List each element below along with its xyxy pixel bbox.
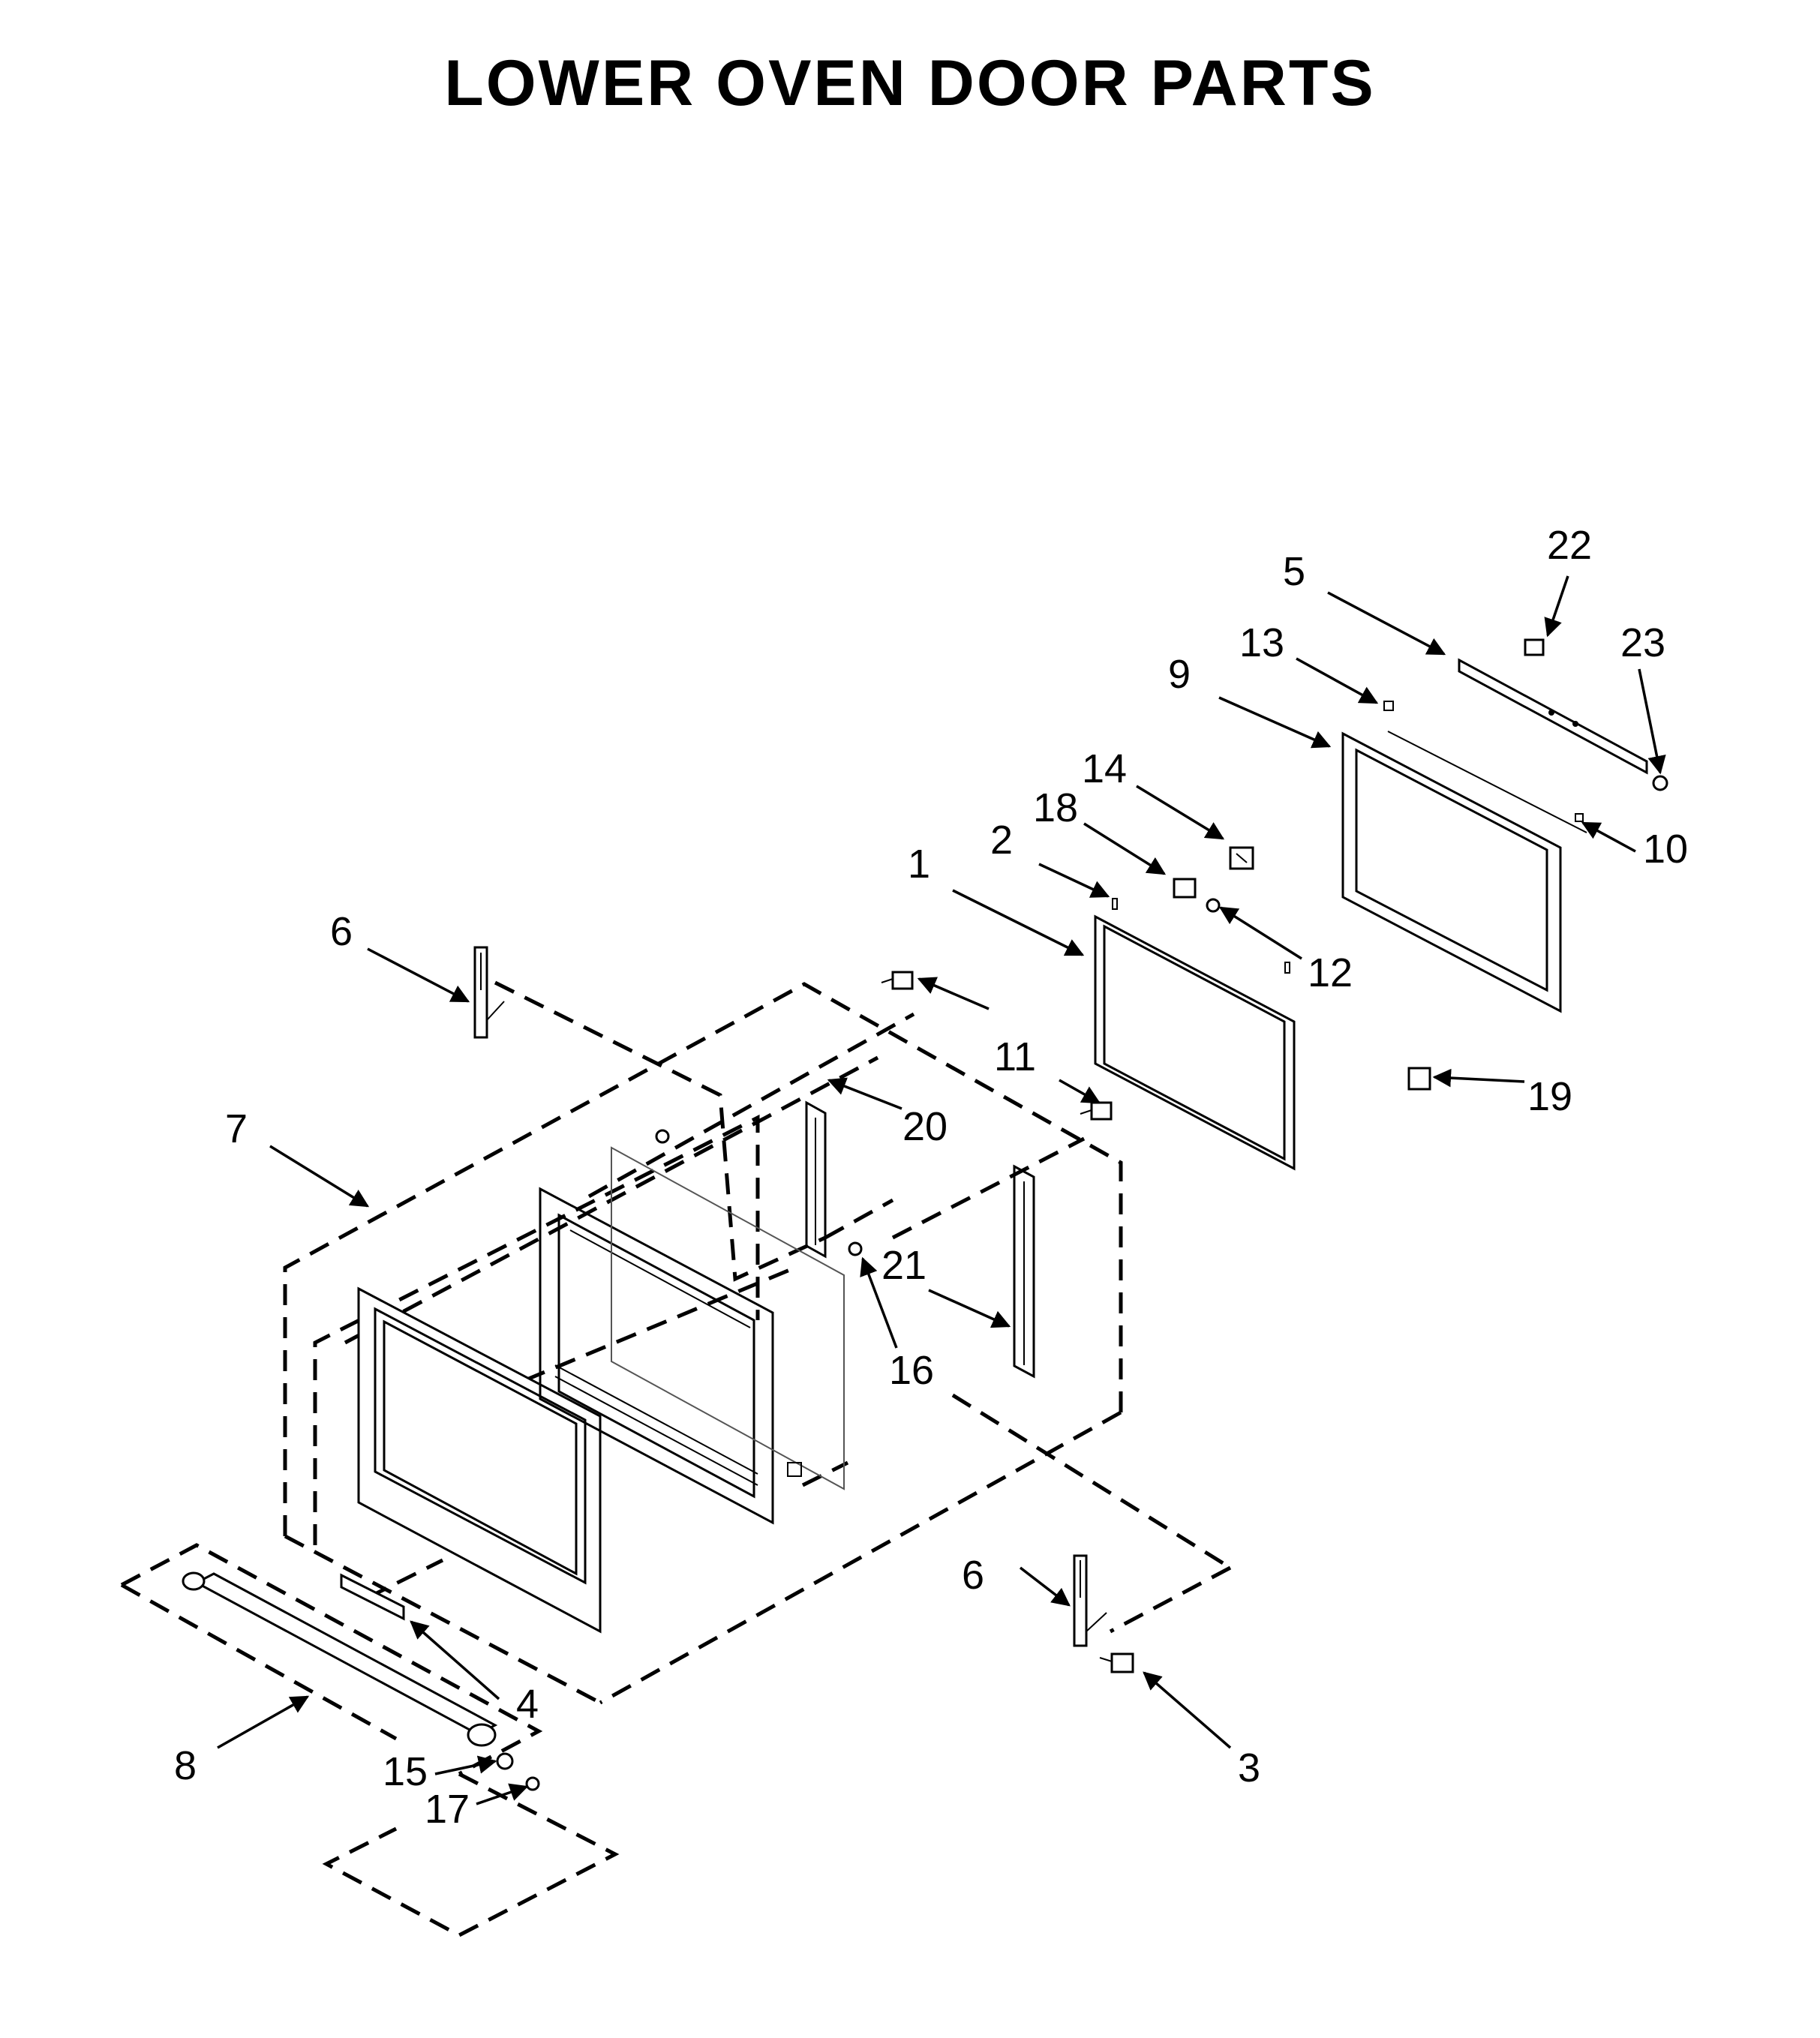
callout-21: 21: [881, 1243, 927, 1288]
stop-18: [1173, 878, 1197, 899]
door-handle: [182, 1571, 498, 1747]
leader-arrows: [217, 575, 1666, 1805]
callout-22: 22: [1547, 523, 1592, 568]
screw-22: [1524, 638, 1545, 656]
grommet-16b: [848, 1241, 863, 1256]
outer-glass-frame: [1341, 731, 1562, 1013]
bracket-14: [1229, 846, 1254, 870]
spacer-2: [1112, 898, 1118, 910]
screw-12: [1206, 898, 1221, 913]
callout-6-upper: 6: [330, 909, 353, 954]
screw-23: [1652, 775, 1668, 791]
screw-11a: [881, 971, 914, 990]
screw-17: [525, 1776, 540, 1791]
callout-4: 4: [516, 1682, 539, 1727]
hinge-screw-3: [1099, 1652, 1134, 1673]
page-title: LOWER OVEN DOOR PARTS: [444, 47, 1376, 119]
callout-5: 5: [1283, 549, 1305, 594]
grommet-16a: [655, 1129, 670, 1144]
assembly-outline-main: [283, 982, 1123, 1705]
stop-19: [1407, 1067, 1431, 1091]
callout-7: 7: [225, 1106, 248, 1151]
door-liner-frame: [539, 1187, 774, 1525]
gasket-strip: [1387, 731, 1587, 833]
door-channel-left: [805, 1100, 827, 1259]
inner-glass-frame: [1094, 914, 1296, 1171]
callout-2: 2: [990, 818, 1013, 863]
clip-13: [1383, 701, 1394, 711]
outer-door-panel: [357, 1286, 602, 1634]
clip-10: [1575, 813, 1584, 822]
washer-15: [496, 1752, 514, 1770]
callout-15: 15: [383, 1749, 428, 1794]
door-channel-right: [1013, 1164, 1035, 1379]
callout-20: 20: [902, 1104, 948, 1149]
hinge-upper: [473, 946, 505, 1039]
callout-3: 3: [1238, 1745, 1260, 1790]
callout-10: 10: [1643, 827, 1688, 872]
callout-8: 8: [174, 1743, 197, 1788]
callout-19: 19: [1527, 1074, 1572, 1119]
callout-12: 12: [1308, 950, 1353, 995]
callout-1: 1: [908, 842, 930, 887]
callout-9: 9: [1168, 652, 1191, 697]
callout-17: 17: [425, 1787, 470, 1832]
assembly-outline-handle: [120, 1543, 620, 1937]
callout-16: 16: [889, 1348, 934, 1393]
callout-14: 14: [1082, 746, 1127, 791]
callout-13: 13: [1239, 620, 1284, 665]
screw-11b: [1080, 1101, 1113, 1121]
callout-18: 18: [1033, 785, 1078, 830]
spacer-right: [1284, 962, 1290, 974]
callout-11: 11: [994, 1034, 1036, 1079]
callout-6-lower: 6: [962, 1553, 984, 1598]
hinge-lower: [1073, 1554, 1107, 1647]
nameplate-badge: [340, 1573, 405, 1621]
top-vent-trim: [1458, 658, 1648, 775]
callout-23: 23: [1620, 620, 1665, 665]
inner-glass-panel: [611, 1146, 845, 1490]
